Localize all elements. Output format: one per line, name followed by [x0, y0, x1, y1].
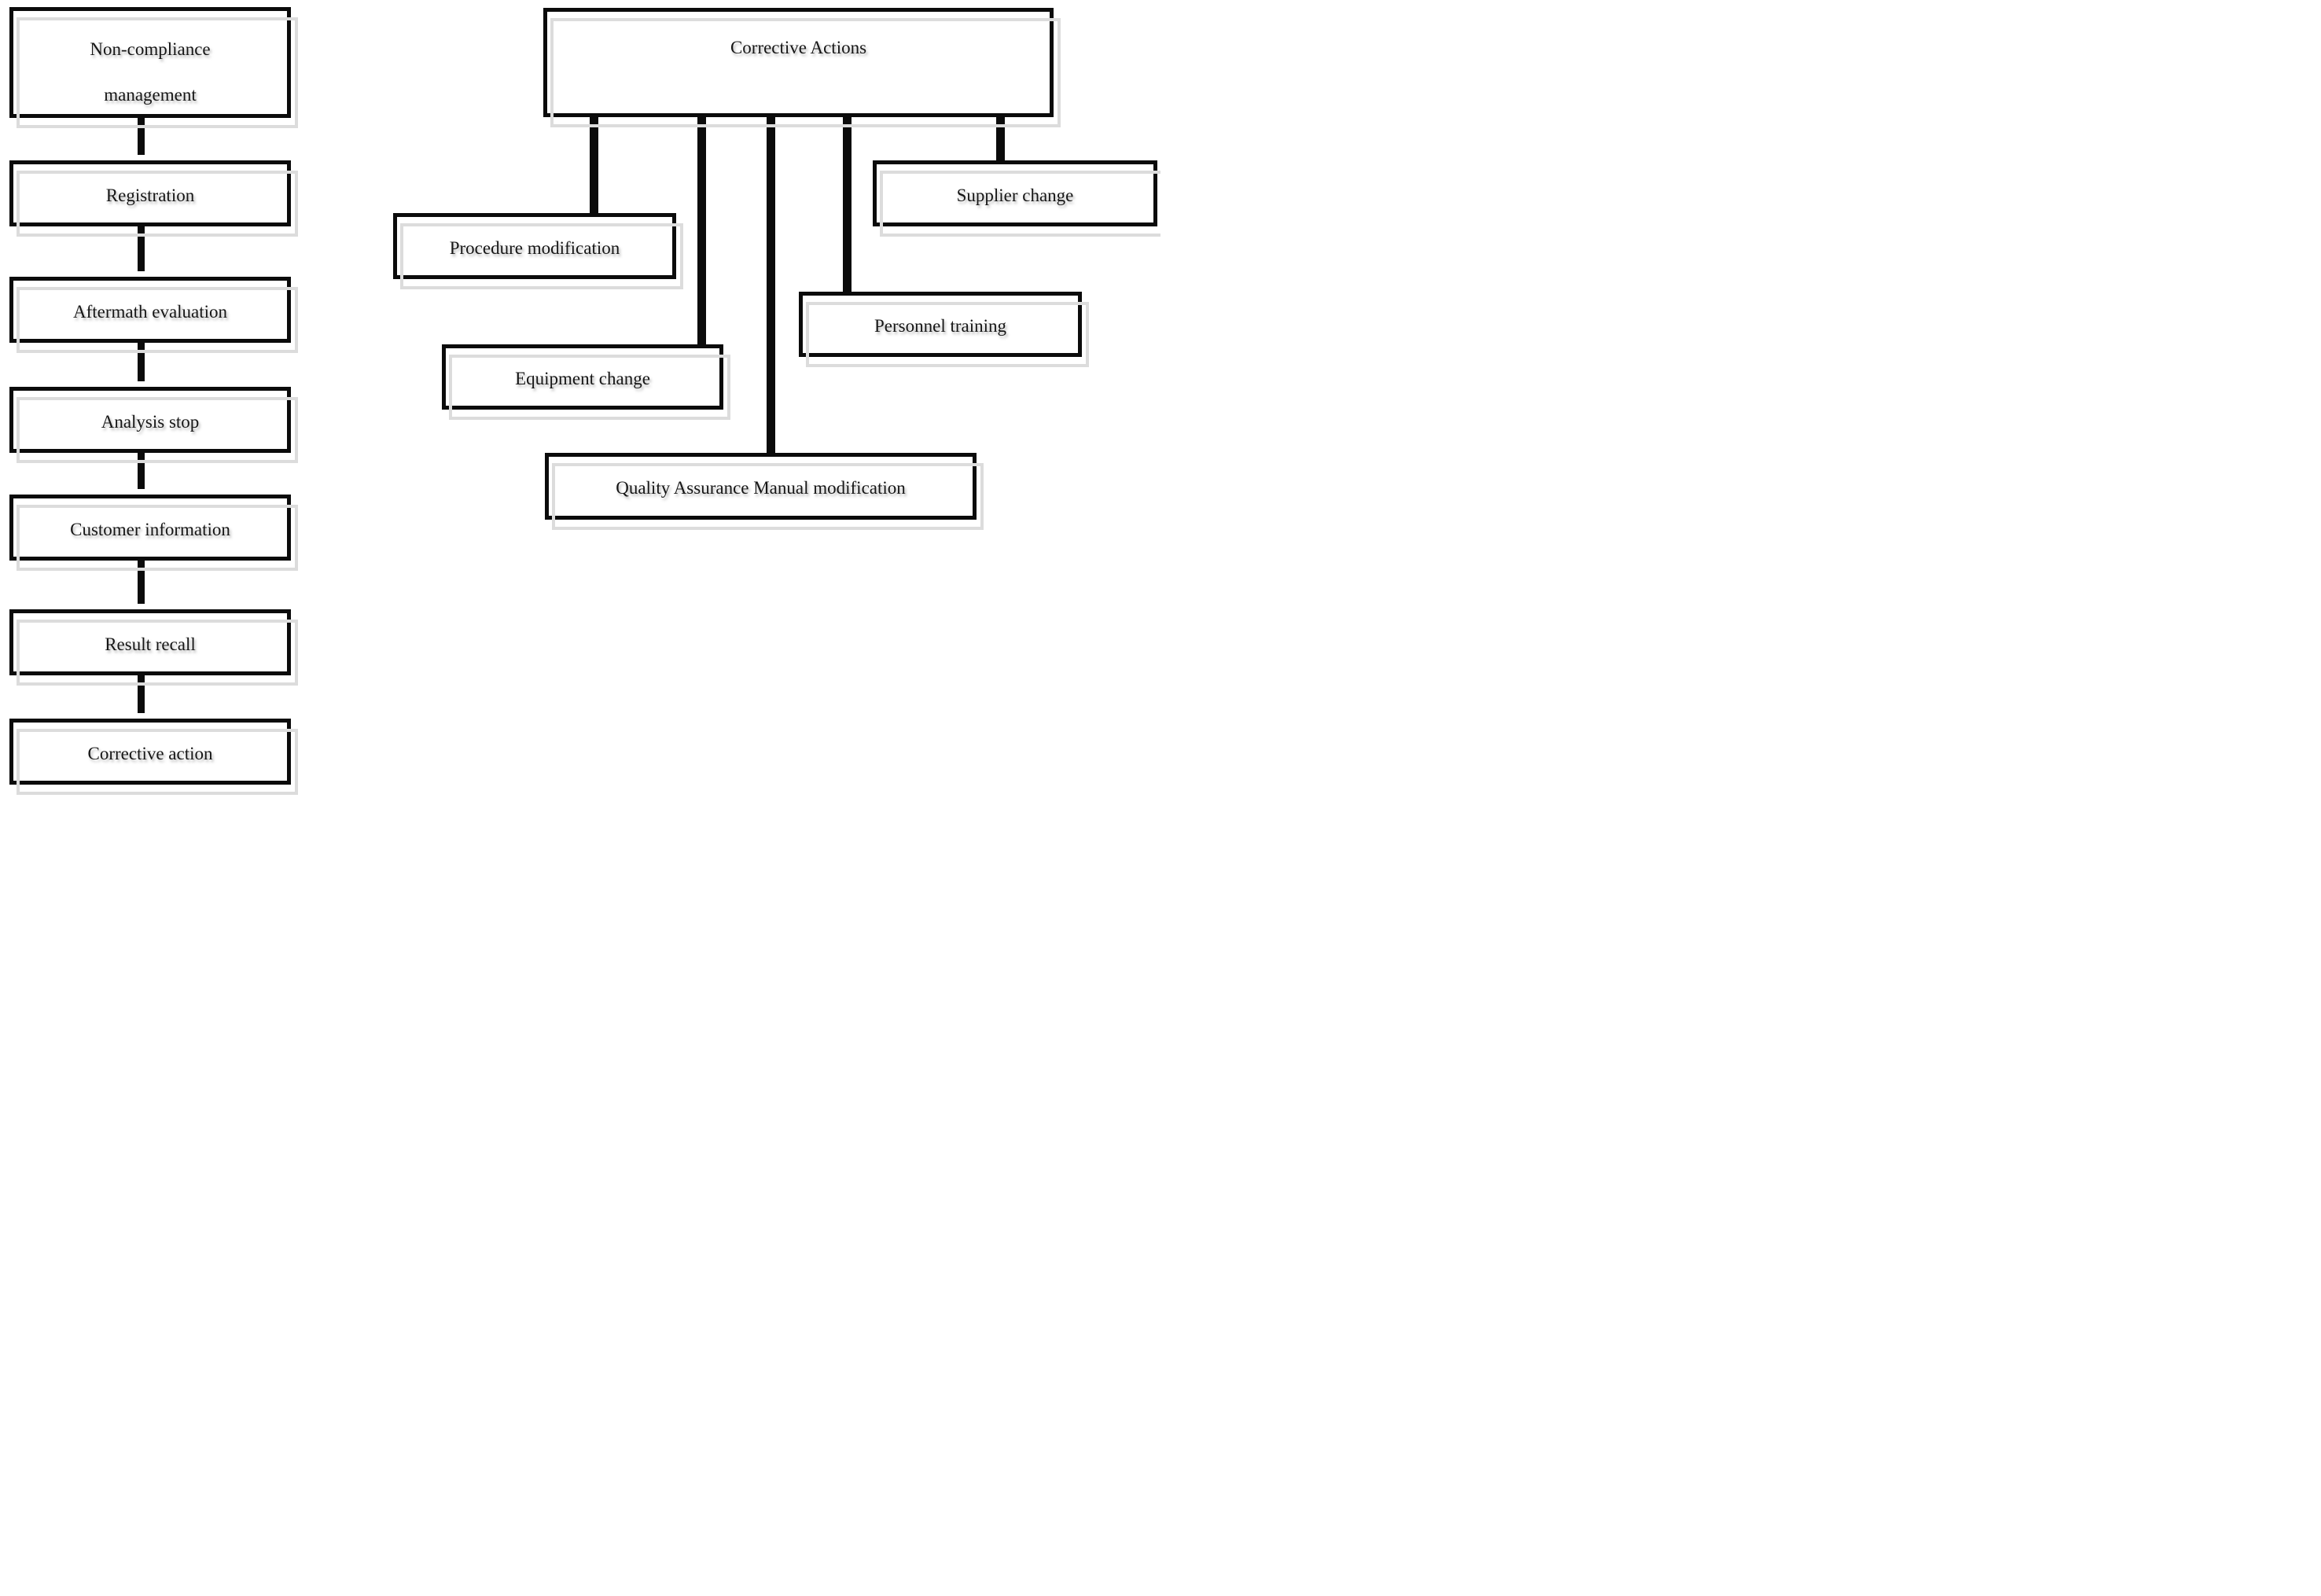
- tree-box-label: Personnel training: [874, 316, 1006, 336]
- flow-box-label: Customer information: [70, 519, 230, 539]
- flow-box-customer-information: Customer information: [9, 495, 298, 571]
- flow-box-label: Aftermath evaluation: [72, 301, 228, 322]
- tree-box-supplier-change: Supplier change: [873, 160, 1160, 237]
- tree-box-label: Quality Assurance Manual modification: [616, 478, 906, 498]
- flow-box-analysis-stop: Analysis stop: [9, 387, 298, 463]
- tree-box-equipment-change: Equipment change: [442, 344, 730, 420]
- flow-connector-4: [138, 451, 145, 489]
- tree-drop-line-personnel-training: [843, 116, 852, 294]
- flow-connector-5: [138, 559, 145, 604]
- tree-drop-line-equipment-change: [697, 116, 706, 347]
- flow-box-label: Corrective action: [87, 743, 213, 763]
- tree-drop-line-supplier-change: [996, 116, 1005, 163]
- flowchart-diagram: Non-compliance management Registration A…: [0, 0, 1160, 798]
- tree-box-personnel-training: Personnel training: [799, 292, 1089, 367]
- flow-box-aftermath-evaluation: Aftermath evaluation: [9, 277, 298, 353]
- tree-box-procedure-modification: Procedure modification: [393, 213, 683, 289]
- flow-box-registration: Registration: [9, 160, 298, 237]
- flow-box-non-compliance-management: Non-compliance management: [9, 7, 298, 128]
- flow-connector-3: [138, 341, 145, 381]
- tree-drop-line-procedure-modification: [590, 116, 598, 215]
- tree-root-label: Corrective Actions: [730, 38, 867, 57]
- flow-connector-6: [138, 674, 145, 713]
- tree-box-label: Equipment change: [515, 369, 650, 389]
- flow-box-label: management: [104, 85, 197, 105]
- tree-box-qa-manual-modification: Quality Assurance Manual modification: [545, 453, 984, 530]
- flow-box-label: Analysis stop: [101, 411, 200, 432]
- flow-box-label: Registration: [105, 185, 195, 205]
- flow-box-result-recall: Result recall: [9, 609, 298, 686]
- flow-box-corrective-action: Corrective action: [9, 719, 298, 795]
- flow-connector-1: [138, 116, 145, 155]
- tree-box-label: Procedure modification: [449, 237, 620, 258]
- tree-box-label: Supplier change: [956, 185, 1074, 205]
- flow-connector-2: [138, 225, 145, 271]
- flow-box-label: Non-compliance: [90, 39, 211, 59]
- tree-drop-line-qa-manual-modification: [767, 116, 775, 455]
- tree-root-corrective-actions: Corrective Actions: [543, 8, 1061, 127]
- flow-box-label: Result recall: [105, 634, 196, 654]
